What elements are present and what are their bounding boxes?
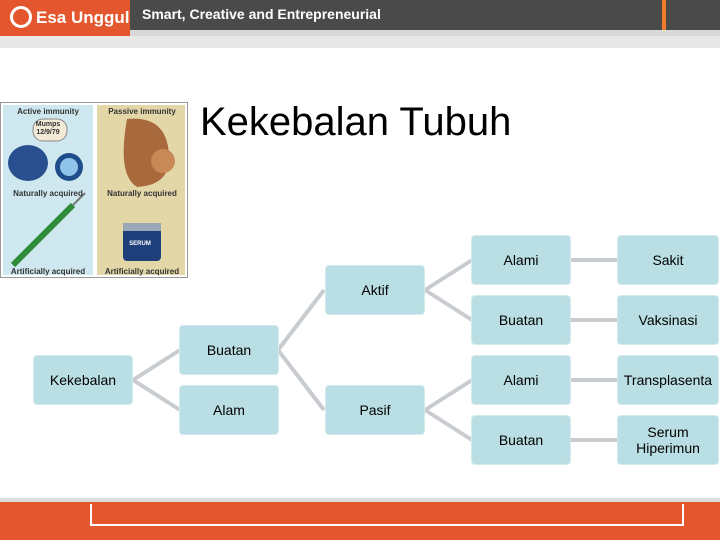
connector-aktif-alami <box>423 258 474 292</box>
node-alami-pasif: Alami <box>472 356 570 404</box>
node-vaksinasi-label: Vaksinasi <box>638 312 698 328</box>
node-alam: Alam <box>180 386 278 434</box>
passive-immunity-panel: Passive immunity SERUM Naturally acquire… <box>97 105 185 276</box>
header-dark-band <box>130 0 720 30</box>
node-sakit-label: Sakit <box>652 252 684 268</box>
node-buatan-level1-label: Buatan <box>206 342 252 358</box>
header-bar: Esa Unggul Smart, Creative and Entrepren… <box>0 0 720 48</box>
logo-text: Esa Unggul <box>36 8 130 27</box>
naturally-acquired-right: Naturally acquired <box>107 189 177 198</box>
connector-buatan-pasif <box>276 348 326 412</box>
artificially-acquired-right: Artificially acquired <box>104 267 180 276</box>
mumps-date: 12/9/79 <box>36 129 60 136</box>
connector-aktif-buatan <box>423 288 474 322</box>
node-buatan-level1: Buatan <box>180 326 278 374</box>
node-alami-pasif-label: Alami <box>503 372 539 388</box>
logo: Esa Unggul <box>0 0 130 36</box>
serum-label: SERUM <box>129 241 151 247</box>
connector-buatan-aktif <box>276 288 326 352</box>
immunity-image: Active immunity Mumps 12/9/79 Naturally … <box>0 102 188 278</box>
node-alam-label: Alam <box>213 402 245 418</box>
node-buatan-aktif: Buatan <box>472 296 570 344</box>
footer-frame <box>90 504 684 526</box>
node-alami-aktif-label: Alami <box>503 252 539 268</box>
node-pasif: Pasif <box>326 386 424 434</box>
active-immunity-illustration <box>8 118 86 268</box>
passive-immunity-label: Passive immunity <box>108 107 176 116</box>
node-buatan-aktif-label: Buatan <box>498 312 544 328</box>
active-immunity-label: Active immunity <box>17 107 79 116</box>
node-buatan-pasif-label: Buatan <box>498 432 544 448</box>
node-transplasenta-label: Transplasenta <box>623 372 713 388</box>
slide-title: Kekebalan Tubuh <box>200 100 512 144</box>
node-kekebalan-label: Kekebalan <box>49 372 117 388</box>
mumps-label: Mumps <box>35 121 61 128</box>
node-vaksinasi: Vaksinasi <box>618 296 718 344</box>
node-transplasenta: Transplasenta <box>618 356 718 404</box>
connector-root-buatan <box>131 348 182 382</box>
connector-root-alam <box>131 378 182 412</box>
footer-divider <box>0 498 720 502</box>
naturally-acquired-left: Naturally acquired <box>13 189 83 198</box>
node-buatan-pasif: Buatan <box>472 416 570 464</box>
node-aktif-label: Aktif <box>361 282 389 298</box>
connector-pasif-buatan <box>423 408 474 442</box>
node-sakit: Sakit <box>618 236 718 284</box>
tagline: Smart, Creative and Entrepreneurial <box>142 6 381 22</box>
logo-icon <box>10 6 32 28</box>
header-divider <box>130 30 720 36</box>
node-aktif: Aktif <box>326 266 424 314</box>
connector-pasif-alami <box>423 378 474 412</box>
active-immunity-panel: Active immunity Mumps 12/9/79 Naturally … <box>3 105 93 276</box>
header-accent <box>662 0 666 30</box>
node-serum-hiperimun-label: Serum Hiperimun <box>636 424 700 456</box>
node-serum-hiperimun: Serum Hiperimun <box>618 416 718 464</box>
node-pasif-label: Pasif <box>359 402 391 418</box>
footer-bar <box>0 502 720 540</box>
artificially-acquired-left: Artificially acquired <box>10 267 86 276</box>
node-alami-aktif: Alami <box>472 236 570 284</box>
node-kekebalan: Kekebalan <box>34 356 132 404</box>
passive-immunity-illustration <box>123 118 175 261</box>
